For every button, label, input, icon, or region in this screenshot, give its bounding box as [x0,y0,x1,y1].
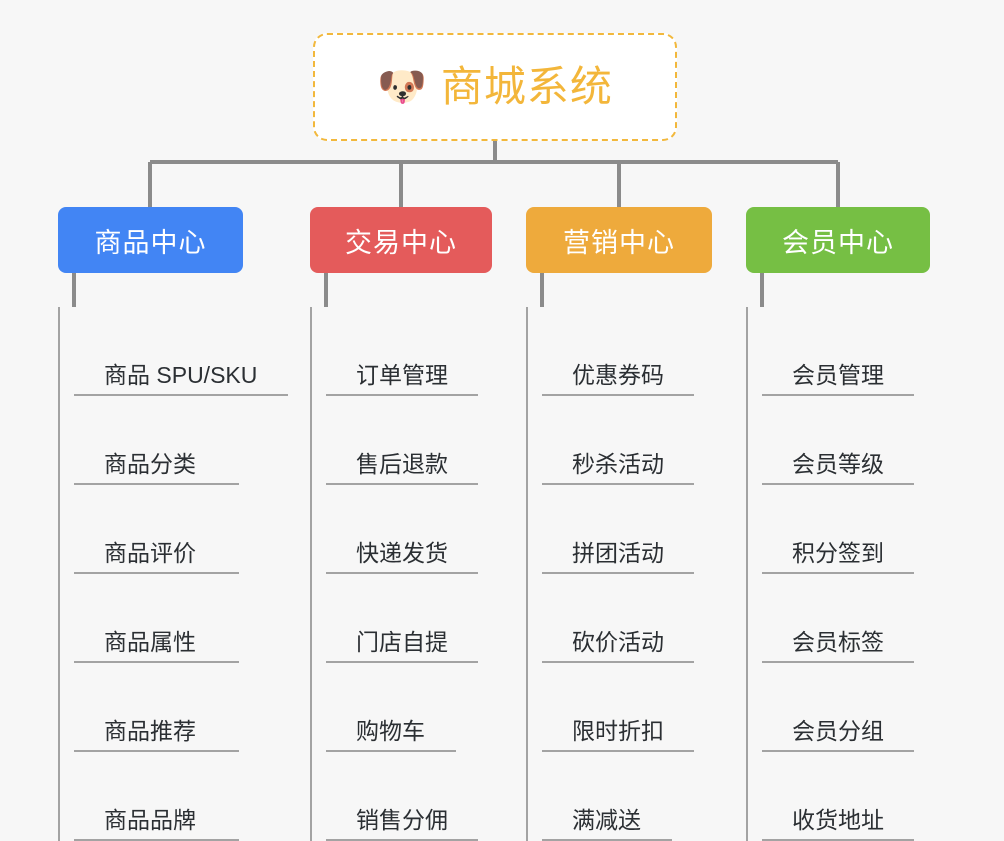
leaf-label: 商品分类 [104,451,196,477]
leaf-label: 商品属性 [104,629,196,655]
leaf-underline [326,750,456,752]
root-node-mall-system[interactable]: 🐶 商城系统 [313,33,677,141]
leaf-item[interactable]: 门店自提 [326,574,492,663]
leaf-underline [74,483,239,485]
leaf-underline [542,572,694,574]
leaf-item[interactable]: 满减送 [542,752,712,841]
leaf-item[interactable]: 销售分佣 [326,752,492,841]
leaf-label: 销售分佣 [356,807,448,833]
leaf-item[interactable]: 商品品牌 [74,752,257,841]
leaf-item[interactable]: 会员管理 [762,307,930,396]
leaf-item[interactable]: 订单管理 [326,307,492,396]
leaf-item[interactable]: 会员标签 [762,574,930,663]
leaf-label: 砍价活动 [572,629,664,655]
category-label: 交易中心 [345,227,457,258]
leaf-label: 快递发货 [356,540,448,566]
leaf-label: 购物车 [356,718,425,744]
leaf-label: 收货地址 [792,807,884,833]
leaf-item[interactable]: 优惠券码 [542,307,712,396]
leaf-underline [762,572,914,574]
leaf-label: 会员等级 [792,451,884,477]
leaf-item[interactable]: 售后退款 [326,396,492,485]
leaf-underline [542,394,694,396]
leaf-item[interactable]: 商品评价 [74,485,257,574]
branch-spine [746,307,748,841]
leaf-item[interactable]: 会员等级 [762,396,930,485]
leaf-label: 会员分组 [792,718,884,744]
branch-spine [310,307,312,841]
leaf-label: 商品品牌 [104,807,196,833]
leaf-label: 商品 SPU/SKU [104,362,258,388]
leaf-underline [762,394,914,396]
leaf-item[interactable]: 砍价活动 [542,574,712,663]
leaf-label: 积分签到 [792,540,884,566]
leaf-underline [326,572,478,574]
leaf-label: 会员标签 [792,629,884,655]
branch-column-product-center: 商品中心 商品 SPU/SKU 商品分类 商品评价 商品属性 商品推荐 [58,207,288,841]
leaf-item[interactable]: 秒杀活动 [542,396,712,485]
leaf-label: 秒杀活动 [572,451,664,477]
category-box-member-center[interactable]: 会员中心 [746,207,930,273]
leaf-label: 门店自提 [356,629,448,655]
category-label: 会员中心 [782,227,894,258]
branch-spine [526,307,528,841]
leaf-list-product-center: 商品 SPU/SKU 商品分类 商品评价 商品属性 商品推荐 商品品牌 [58,307,288,841]
leaf-label: 拼团活动 [572,540,664,566]
leaf-underline [326,661,478,663]
leaf-underline [542,483,694,485]
category-box-marketing-center[interactable]: 营销中心 [526,207,712,273]
category-box-product-center[interactable]: 商品中心 [58,207,243,273]
leaf-item[interactable]: 会员分组 [762,663,930,752]
leaf-item[interactable]: 快递发货 [326,485,492,574]
leaf-underline [74,394,288,396]
branch-column-member-center: 会员中心 会员管理 会员等级 积分签到 会员标签 会员分组 [746,207,930,841]
leaf-underline [542,661,694,663]
leaf-label: 订单管理 [356,362,448,388]
leaf-item[interactable]: 购物车 [326,663,492,752]
leaf-underline [762,483,914,485]
branch-column-marketing-center: 营销中心 优惠券码 秒杀活动 拼团活动 砍价活动 限时折扣 [526,207,712,841]
leaf-underline [762,750,914,752]
leaf-underline [326,394,478,396]
branch-spine [58,307,60,841]
leaf-item[interactable]: 拼团活动 [542,485,712,574]
category-label: 商品中心 [94,227,207,258]
leaf-list-member-center: 会员管理 会员等级 积分签到 会员标签 会员分组 收货地址 [746,307,930,841]
leaf-underline [762,661,914,663]
leaf-underline [74,750,239,752]
leaf-label: 商品评价 [104,540,196,566]
leaf-item[interactable]: 商品分类 [74,396,257,485]
leaf-list-marketing-center: 优惠券码 秒杀活动 拼团活动 砍价活动 限时折扣 满减送 [526,307,712,841]
leaf-label: 优惠券码 [572,362,664,388]
root-node-title: 商城系统 [440,63,613,110]
leaf-item[interactable]: 收货地址 [762,752,930,841]
leaf-item[interactable]: 商品推荐 [74,663,257,752]
dog-face-icon: 🐶 [377,65,427,109]
branch-column-trade-center: 交易中心 订单管理 售后退款 快递发货 门店自提 购物车 [310,207,492,841]
leaf-item[interactable]: 商品 SPU/SKU [74,307,288,396]
category-box-trade-center[interactable]: 交易中心 [310,207,492,273]
leaf-underline [542,750,694,752]
leaf-label: 会员管理 [792,362,884,388]
leaf-label: 商品推荐 [104,718,196,744]
leaf-item[interactable]: 限时折扣 [542,663,712,752]
leaf-underline [74,572,239,574]
leaf-list-trade-center: 订单管理 售后退款 快递发货 门店自提 购物车 销售分佣 [310,307,492,841]
leaf-label: 满减送 [572,807,641,833]
leaf-underline [326,483,478,485]
leaf-underline [74,661,239,663]
leaf-item[interactable]: 积分签到 [762,485,930,574]
leaf-item[interactable]: 商品属性 [74,574,257,663]
leaf-label: 售后退款 [356,451,448,477]
category-label: 营销中心 [563,227,675,258]
leaf-label: 限时折扣 [572,718,664,744]
